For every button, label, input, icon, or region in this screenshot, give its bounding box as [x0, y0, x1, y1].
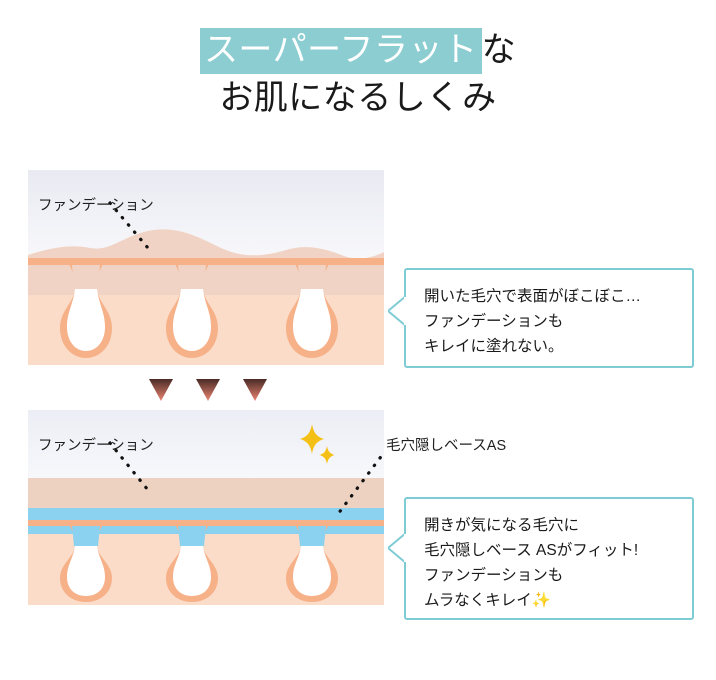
- foundation-layer-bottom: [28, 478, 384, 508]
- diagram-top-open-pores: [28, 170, 384, 365]
- arrow-triangle-3: [243, 379, 267, 401]
- pore-cavity-b2: [173, 546, 211, 596]
- label-foundation-bottom: ファンデーション: [38, 438, 154, 454]
- pore-group-top: [60, 259, 338, 358]
- pore-group-bottom: [60, 520, 338, 602]
- callout-1-line-3: キレイに塗れない。: [424, 338, 564, 355]
- title-line-1-rest: な: [481, 31, 517, 69]
- pore-foundation-fill-2: [178, 265, 206, 289]
- leader-line-foundation-bottom: [108, 441, 150, 492]
- title-highlight: スーパーフラット: [199, 28, 482, 74]
- diagram-bottom-filled-pores: [28, 410, 384, 605]
- label-foundation-top: ファンデーション: [38, 198, 154, 214]
- sparkle-small-icon: [319, 446, 335, 464]
- pore-cavity-2: [173, 289, 211, 351]
- pore-cavity-b1: [67, 546, 105, 596]
- title-line-2: お肌になるしくみ: [219, 79, 497, 117]
- pore-foundation-fill-3: [298, 265, 326, 289]
- callout-open-pores: 開いた毛穴で表面がぼこぼこ… ファンデーションも キレイに塗れない。: [388, 268, 694, 368]
- pore-base-fill-b3: [298, 526, 326, 546]
- arrow-triangle-1: [149, 379, 173, 401]
- pore-cavity-b3: [293, 546, 331, 596]
- leader-line-base-as: [336, 450, 384, 516]
- callout-1-line-2: ファンデーションも: [424, 313, 564, 330]
- leader-line-foundation-top: [108, 201, 150, 250]
- sparkle-group: [296, 424, 342, 470]
- pore-cavity-1: [67, 289, 105, 351]
- arrow-triangle-2: [196, 379, 220, 401]
- callout-1-line-1: 開いた毛穴で表面がぼこぼこ…: [424, 288, 642, 305]
- callout-tail-2: [388, 533, 406, 563]
- title-line-1: スーパーフラットな: [0, 28, 716, 74]
- pore-cavity-3: [293, 289, 331, 351]
- page-title: スーパーフラットな お肌になるしくみ: [0, 28, 716, 120]
- sparkle-large-icon: [300, 424, 324, 454]
- label-base-as: 毛穴隠しベースAS: [386, 438, 507, 454]
- pore-base-fill-b2: [178, 526, 206, 546]
- pore-base-fill-b1: [72, 526, 100, 546]
- callout-tail-1: [388, 296, 406, 326]
- callout-2-line-4: ムラなくキレイ✨: [424, 592, 552, 609]
- callout-2-line-1: 開きが気になる毛穴に: [424, 517, 580, 534]
- callout-base-as-benefit: 開きが気になる毛穴に 毛穴隠しベース ASがフィット! ファンデーションも ムラ…: [388, 497, 694, 620]
- callout-2-line-3: ファンデーションも: [424, 567, 564, 584]
- transition-arrows: [148, 377, 268, 403]
- pore-foundation-fill-1: [72, 265, 100, 289]
- callout-2-line-2: 毛穴隠しベース ASがフィット!: [424, 542, 639, 559]
